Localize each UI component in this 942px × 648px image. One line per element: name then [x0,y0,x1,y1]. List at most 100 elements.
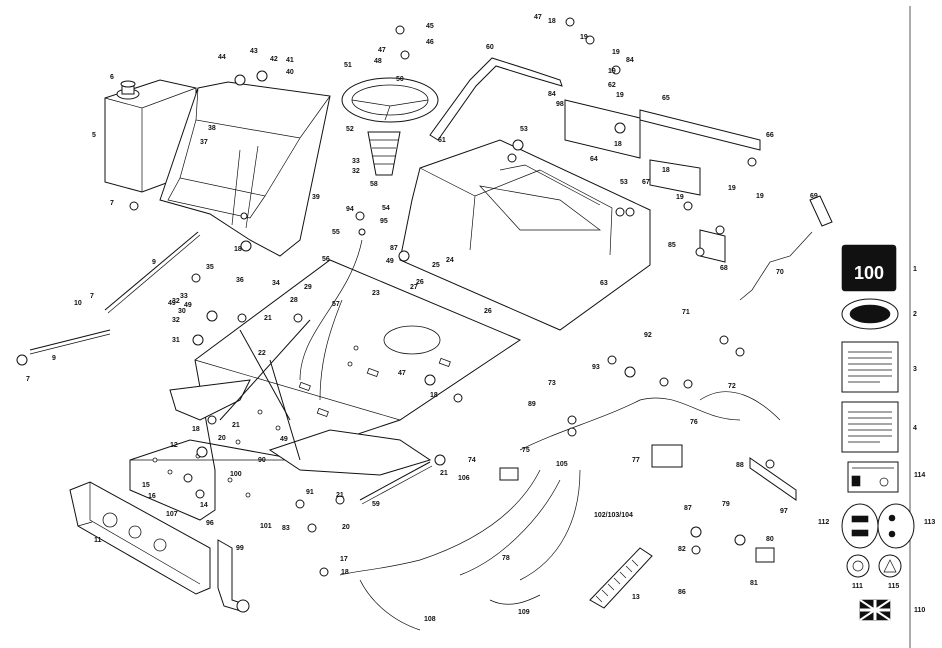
callout-112: 112 [818,519,829,526]
rear-rail [749,457,797,501]
callout-15: 15 [142,482,150,489]
callout-87a: 87 [390,245,398,252]
callout-33: 33 [180,293,188,300]
wiring-harness [339,391,781,631]
callout-38: 38 [208,125,216,132]
callout-12: 12 [170,442,178,449]
tie-rod [104,231,199,311]
callout-95: 95 [380,218,388,225]
callout-109: 109 [518,609,530,616]
callout-53a: 53 [520,126,528,133]
callout-35: 35 [206,264,214,271]
callout-19b: 19 [612,49,620,56]
callout-102: 102/103/104 [594,512,633,519]
electrical-module [651,444,683,468]
decal-100-text: 100 [854,263,884,283]
callout-60: 60 [486,44,494,51]
callout-5: 5 [92,132,96,139]
callout-18a: 18 [548,18,556,25]
callout-75: 75 [522,447,530,454]
callout-29: 29 [304,284,312,291]
callout-86: 86 [678,589,686,596]
callout-88: 88 [736,462,744,469]
callout-22: 22 [258,350,266,357]
callout-19g: 19 [756,193,764,200]
callout-45: 45 [426,23,434,30]
callout-36: 36 [236,277,244,284]
callout-78: 78 [502,555,510,562]
callout-17: 17 [340,556,348,563]
callout-72: 72 [728,383,736,390]
callout-66: 66 [766,132,774,139]
callout-19e: 19 [676,194,684,201]
callout-50: 50 [396,76,404,83]
callout-62: 62 [608,82,616,89]
callout-84b: 84 [548,91,556,98]
shift-knob [809,195,833,227]
decal-100: 100 [841,244,897,292]
callout-73: 73 [548,380,556,387]
callout-115: 115 [888,583,899,590]
callout-19f: 19 [728,185,736,192]
callout-99: 99 [236,545,244,552]
dashboard-console [159,81,331,257]
callout-107: 107 [166,511,178,518]
footrest-plate [268,429,432,476]
callout-47c: 47 [398,370,406,377]
callout-39: 39 [312,194,320,201]
callout-18b: 18 [614,141,622,148]
callout-47a: 47 [534,14,542,21]
callout-37: 37 [200,139,208,146]
callout-33b: 33 [352,158,360,165]
callout-85: 85 [668,242,676,249]
callout-19d: 19 [616,92,624,99]
callout-96: 96 [206,520,214,527]
callout-106: 106 [458,475,470,482]
callout-20b: 20 [342,524,350,531]
callout-114: 114 [914,472,925,479]
callout-101: 101 [260,523,272,530]
callout-18c: 18 [662,167,670,174]
callout-61: 61 [438,137,446,144]
steering-wheel [341,77,439,176]
callout-110: 110 [914,607,925,614]
callout-111: 111 [852,583,863,590]
callout-63: 63 [600,280,608,287]
callout-4: 4 [913,425,917,432]
callout-108: 108 [424,616,436,623]
callout-31: 31 [172,337,180,344]
callout-53b: 53 [620,179,628,186]
decal-114 [847,461,899,493]
callout-40: 40 [286,69,294,76]
callout-labels: 1234567779910111213141516171818181818181… [26,14,935,623]
fuse-holder [755,547,775,563]
callout-26: 26 [416,279,424,286]
callout-6: 6 [110,74,114,81]
drive-rod [359,461,431,501]
callout-105: 105 [556,461,568,468]
callout-48: 48 [374,58,382,65]
connector-block [499,467,519,481]
callout-25: 25 [432,262,440,269]
callout-41: 41 [286,57,294,64]
choke-cable [319,299,343,401]
callout-82: 82 [678,546,686,553]
callout-81: 81 [750,580,758,587]
callout-28: 28 [290,297,298,304]
callout-9: 9 [152,259,156,266]
callout-51: 51 [344,62,352,69]
callout-24: 24 [446,257,454,264]
callout-30: 30 [178,308,186,315]
callout-59: 59 [372,501,380,508]
callout-9b: 9 [52,355,56,362]
callout-84a: 84 [626,57,634,64]
hood-lift-arm [429,57,563,141]
callout-56: 56 [322,256,330,263]
callout-27: 27 [410,284,418,291]
callout-57: 57 [332,301,340,308]
callout-79: 79 [722,501,730,508]
callout-7c: 7 [26,376,30,383]
callout-47b: 47 [378,47,386,54]
callout-34: 34 [272,280,280,287]
